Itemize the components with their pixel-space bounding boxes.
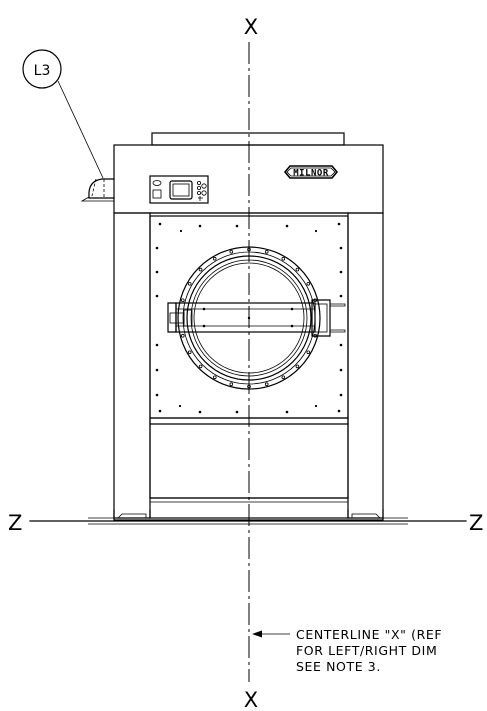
right-foot (347, 509, 384, 519)
base-frame (149, 497, 349, 519)
door-bolt (187, 281, 192, 286)
door-bolt (281, 375, 286, 380)
door-assembly (167, 246, 346, 390)
keyswitch-icon (152, 180, 162, 186)
door-latch-right (311, 299, 331, 337)
door-hinge-left (167, 302, 177, 333)
top-cover (151, 132, 345, 146)
soap-dispenser (80, 178, 115, 202)
axis-label-x-bottom: X (244, 688, 258, 711)
door-bolt (295, 364, 300, 369)
control-panel (149, 175, 209, 204)
door-bolt (187, 350, 192, 355)
door-bolt (247, 247, 251, 252)
door-bolt (181, 333, 185, 338)
control-panel-frame (149, 175, 209, 204)
door-bolt (229, 250, 234, 254)
callout-l3: L3 (22, 49, 104, 179)
door-bolt (198, 267, 203, 272)
left-foot (113, 509, 151, 519)
door-bolt (229, 382, 234, 387)
door-bolt (181, 298, 185, 303)
callout-circle (22, 49, 62, 89)
callout-label: L3 (34, 63, 51, 79)
door-bolt (306, 350, 311, 355)
door-bolt (264, 250, 269, 254)
door-bolt (295, 267, 300, 272)
display-screen (169, 180, 193, 200)
door-bolt (198, 364, 203, 369)
door-bolt (264, 382, 269, 387)
axis-label-z-right: Z (469, 511, 483, 535)
door-bolt (306, 281, 311, 286)
note-line-2: FOR LEFT/RIGHT DIM (296, 643, 437, 658)
indicator-light (196, 180, 201, 185)
door-bolt (212, 256, 217, 261)
brand-badge: MILNOR (283, 165, 339, 179)
note-leader (252, 630, 290, 638)
axis-label-z-left: Z (8, 511, 22, 535)
brand-badge-text: MILNOR (293, 169, 329, 179)
door-bolt (213, 375, 217, 380)
door-outer-ring (177, 246, 321, 390)
axis-label-x-top: X (244, 15, 258, 39)
front-panel-fasteners (155, 222, 343, 414)
door-bolt-ring (181, 247, 318, 389)
note-line-3: SEE NOTE 3. (296, 659, 381, 674)
door-bolt (313, 333, 318, 338)
callout-leader (57, 80, 104, 179)
note-line-1: CENTERLINE "X" (REF (296, 627, 442, 642)
door-bolt (313, 298, 318, 303)
cabinet-body (113, 212, 384, 521)
door-bolt (247, 384, 251, 389)
door-handle-bar (175, 302, 316, 333)
door-glass (186, 255, 312, 381)
start-button (152, 189, 162, 199)
door-bolt (281, 256, 286, 261)
